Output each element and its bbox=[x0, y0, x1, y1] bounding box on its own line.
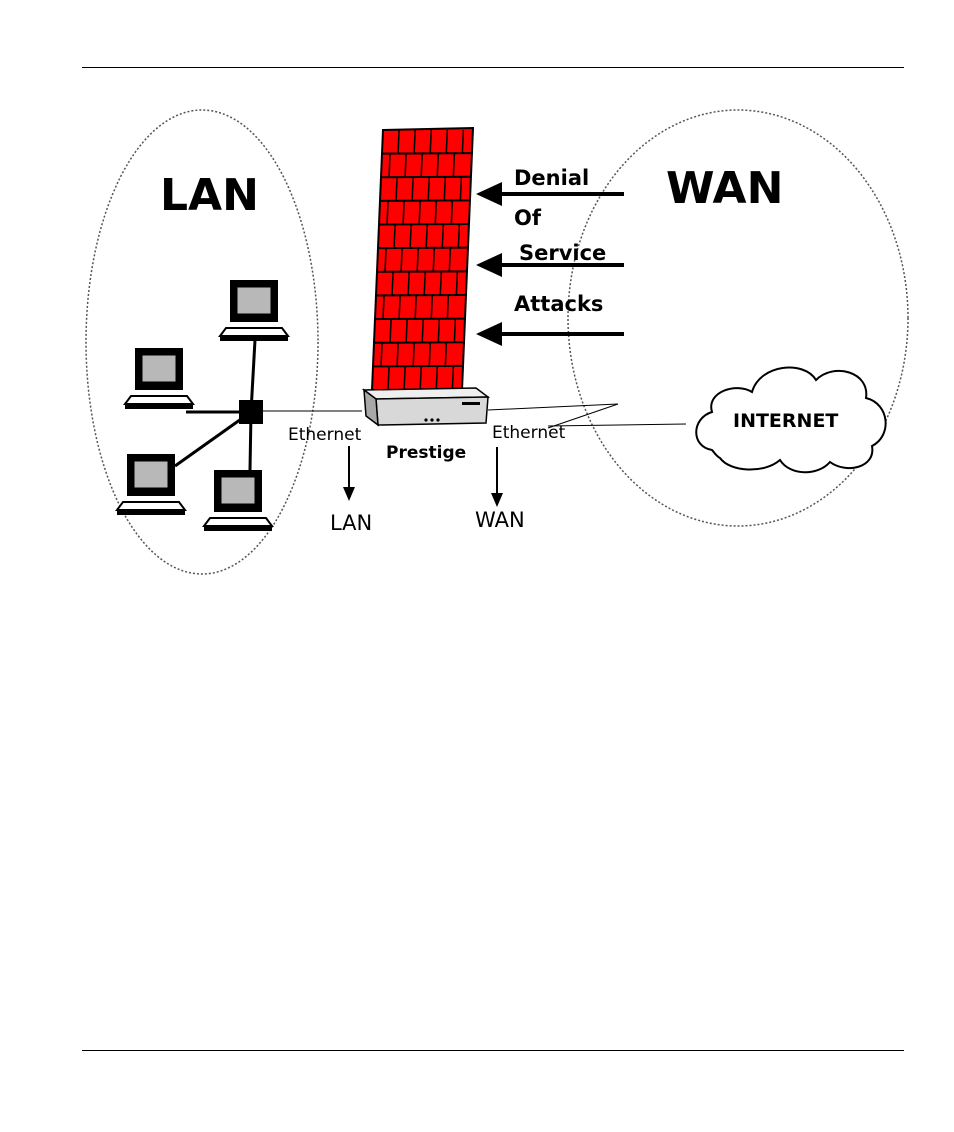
attack-arrow-2 bbox=[476, 253, 624, 277]
wan-zone-boundary bbox=[567, 109, 909, 527]
internet-cloud bbox=[695, 366, 887, 474]
wan-port-label: WAN bbox=[475, 508, 525, 532]
lan-ethernet-label: Ethernet bbox=[288, 425, 362, 445]
wan-zone-label: WAN bbox=[666, 163, 783, 214]
attack-label-line-4: Attacks bbox=[514, 292, 603, 316]
lan-port-label: LAN bbox=[330, 511, 372, 535]
lan-zone-boundary bbox=[85, 109, 319, 575]
internet-label: INTERNET bbox=[733, 410, 838, 432]
lan-network bbox=[174, 339, 362, 471]
lan-computer-2 bbox=[123, 348, 195, 409]
lan-zone-label: LAN bbox=[160, 170, 259, 221]
prestige-device bbox=[361, 387, 491, 427]
attack-label-line-3: Service bbox=[519, 241, 606, 265]
firewall-wall bbox=[370, 126, 475, 391]
wan-link bbox=[487, 403, 687, 429]
wan-port-arrow bbox=[491, 447, 503, 507]
attack-arrow-1 bbox=[476, 182, 624, 206]
network-hub bbox=[239, 400, 263, 424]
lan-port-arrow bbox=[343, 446, 355, 501]
prestige-device-label: Prestige bbox=[386, 443, 466, 463]
footer-rule bbox=[82, 1050, 904, 1051]
wan-ethernet-label: Ethernet bbox=[492, 423, 566, 443]
attack-label-line-2: Of bbox=[514, 206, 542, 230]
lan-computer-3 bbox=[115, 454, 187, 515]
header-rule bbox=[82, 67, 904, 68]
lan-computer-4 bbox=[202, 470, 274, 531]
attack-label-line-1: Denial bbox=[514, 166, 589, 190]
attack-arrow-3 bbox=[476, 322, 624, 346]
lan-computer-1 bbox=[218, 280, 290, 341]
